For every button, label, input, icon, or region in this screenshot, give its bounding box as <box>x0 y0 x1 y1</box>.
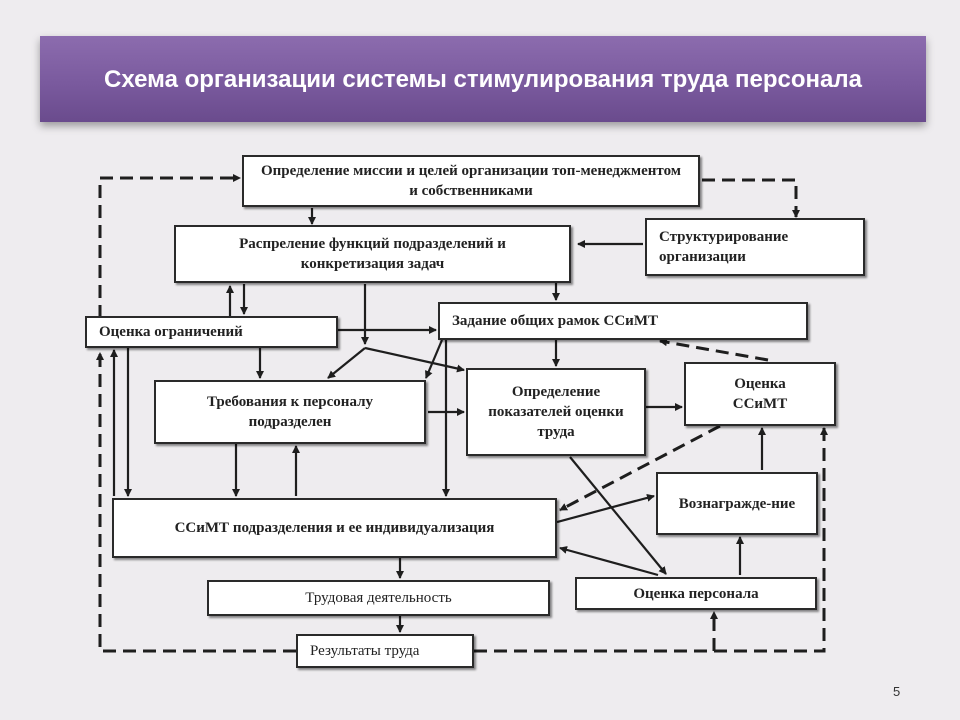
box-indicators: Определение показателей оценки труда <box>466 368 646 456</box>
title-banner: Схема организации системы стимулирования… <box>40 36 926 122</box>
page-number: 5 <box>893 684 901 699</box>
box-work-results: Результаты труда <box>296 634 474 668</box>
box-distribution: Распреление функций подразделений и конк… <box>174 225 571 283</box>
arrow-branch-to-requirements <box>327 347 366 379</box>
box-framework: Задание общих рамок ССиМТ <box>438 302 808 340</box>
arrow-ssimt-to-reward <box>556 493 655 524</box>
arrow-framework-to-requirements <box>424 339 444 379</box>
box-structuring: Структурирование организации <box>645 218 865 276</box>
dashed-evaluation-to-ssimt <box>559 424 721 512</box>
dashed-results-to-right <box>474 427 828 653</box>
box-mission: Определение миссии и целей организации т… <box>242 155 700 207</box>
arrow-staff-eval-to-ssimt <box>559 546 659 577</box>
box-requirements: Требования к персоналу подразделен <box>154 380 426 444</box>
arrow-indicators-to-staff-eval <box>569 456 667 575</box>
dashed-results-to-left <box>96 352 296 653</box>
box-staff-evaluation: Оценка персонала <box>575 577 817 610</box>
box-work-activity: Трудовая деятельность <box>207 580 550 616</box>
box-ssimt-unit: ССиМТ подразделения и ее индивидуализаци… <box>112 498 557 558</box>
box-reward: Вознагражде-ние <box>656 472 818 535</box>
dashed-loop-left <box>98 174 241 318</box>
dashed-mission-to-structuring <box>702 178 800 218</box>
arrow-branch-to-indicators <box>364 346 465 373</box>
dashed-evaluation-to-framework <box>659 338 769 362</box>
box-constraints: Оценка ограничений <box>85 316 338 348</box>
box-evaluation-ssimt: Оценка ССиМТ <box>684 362 836 426</box>
slide-title: Схема организации системы стимулирования… <box>104 65 862 93</box>
